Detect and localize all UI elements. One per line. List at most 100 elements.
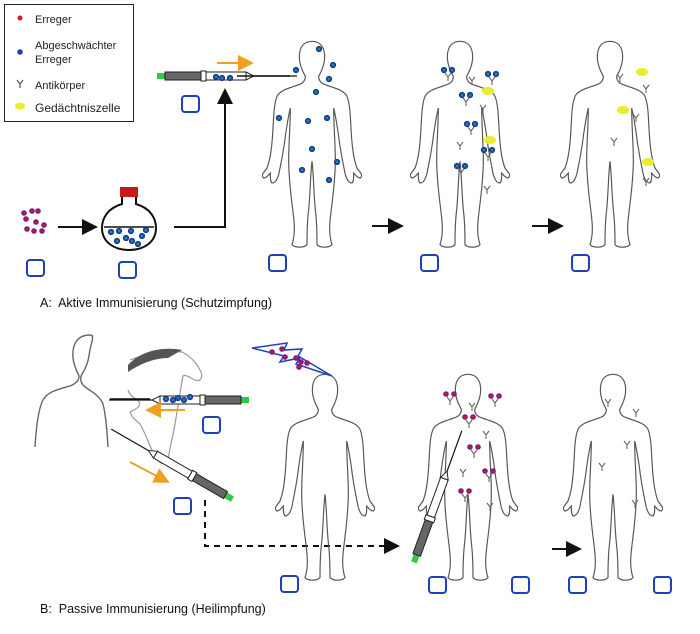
- weakened-pathogen-core: [474, 123, 476, 125]
- pathogen-core: [305, 361, 309, 365]
- pathogen-core: [25, 227, 29, 231]
- legend-label: Antikörper: [35, 80, 86, 92]
- pathogen-core: [40, 229, 44, 233]
- body-b1: [275, 373, 375, 581]
- memory-cell-icon: [617, 106, 629, 114]
- antibody-icon: [468, 402, 476, 411]
- checkbox-b-patient-syringe[interactable]: [173, 497, 192, 515]
- weakened-pathogen-core: [443, 69, 445, 71]
- antibody-icon: [444, 72, 452, 81]
- checkbox-b-body1[interactable]: [280, 575, 299, 593]
- weakened-pathogen-core: [451, 69, 453, 71]
- weakened-pathogen-core: [118, 230, 120, 232]
- antibody-icon: [616, 73, 624, 82]
- horse-mane: [128, 348, 182, 372]
- weakened-pathogen-core: [301, 169, 303, 171]
- checkbox-b-body3-left[interactable]: [568, 576, 587, 594]
- plunger: [412, 518, 434, 557]
- weakened-pathogen-core: [177, 397, 179, 399]
- barrel-tip: [150, 395, 161, 405]
- weakened-pathogen-core: [464, 165, 466, 167]
- legend-label: Gedächtniszelle: [35, 101, 121, 115]
- pathogen-core: [452, 392, 456, 396]
- antibody-icon: [604, 398, 612, 407]
- weakened-pathogen-core: [318, 48, 320, 50]
- body-a1: [262, 40, 362, 248]
- weakened-pathogen-core: [221, 77, 223, 79]
- checkbox-a-body2[interactable]: [420, 254, 439, 272]
- antibody-icon: [488, 76, 496, 85]
- weakened-pathogen-core: [172, 399, 174, 401]
- checkbox-b-body2-left[interactable]: [428, 576, 447, 594]
- weakened-pathogen-core: [315, 91, 317, 93]
- weakened-pathogen-core: [295, 69, 297, 71]
- weakened-pathogen-core: [141, 235, 143, 237]
- weakened-pathogen-core: [189, 396, 191, 398]
- antibody-icon: [457, 168, 465, 177]
- legend-item-memory-cell: Gedächtniszelle: [13, 101, 120, 115]
- antibody-icon: [610, 137, 618, 146]
- memory-cell-icon: [636, 68, 648, 76]
- checkbox-a-body1[interactable]: [268, 254, 287, 272]
- pathogen-core: [444, 392, 448, 396]
- weakened-pathogen-core: [145, 229, 147, 231]
- pathogen-core: [283, 355, 287, 359]
- checkbox-b-horse-syringe[interactable]: [202, 416, 221, 434]
- syringe-antiserum: [110, 428, 234, 502]
- horse-outline: [127, 350, 203, 465]
- antibody-icon: [483, 185, 491, 194]
- weakened-pathogen-core: [483, 149, 485, 151]
- pathogen-core: [30, 209, 34, 213]
- weakened-pathogen-core: [456, 165, 458, 167]
- legend-label-line2: Erreger: [35, 54, 72, 66]
- checkbox-b-body3-right[interactable]: [653, 576, 672, 594]
- antibody-icon: [623, 440, 631, 449]
- antibody-icon: [467, 126, 475, 135]
- antibody-icon: [470, 449, 478, 458]
- antibody-icon: [632, 408, 640, 417]
- pathogen-core: [294, 356, 298, 360]
- plunger: [164, 71, 202, 81]
- checkbox-a-body3[interactable]: [571, 254, 590, 272]
- checkbox-a-pathogens[interactable]: [26, 259, 45, 277]
- weakened-pathogen-core: [215, 76, 217, 78]
- pathogen-core: [34, 220, 38, 224]
- antibody-icon: [465, 419, 473, 428]
- antibody-icon: [13, 79, 27, 92]
- antibody-icon: [486, 502, 494, 511]
- antibody-icon: [462, 97, 470, 106]
- checkbox-b-body2-right[interactable]: [511, 576, 530, 594]
- pathogen-core: [489, 394, 493, 398]
- weakened-pathogen-core: [328, 78, 330, 80]
- barrel-tip: [147, 450, 159, 460]
- pathogen-core: [24, 217, 28, 221]
- antibody-icon: [485, 473, 493, 482]
- antibody-icon: [461, 493, 469, 502]
- pathogen-core: [42, 223, 46, 227]
- weakened-pathogen-core: [137, 243, 139, 245]
- pathogen-core: [36, 209, 40, 213]
- checkbox-a-syringe[interactable]: [181, 95, 200, 113]
- legend-label: Erreger: [35, 14, 72, 26]
- weakened-pathogen-core: [487, 73, 489, 75]
- weakened-pathogen-core: [131, 240, 133, 242]
- pathogen-core: [476, 445, 480, 449]
- barrel: [152, 450, 193, 479]
- weakened-pathogen-core: [466, 123, 468, 125]
- weakened-pathogen-core: [229, 77, 231, 79]
- antibody-icon: [446, 396, 454, 405]
- checkbox-a-flask[interactable]: [118, 261, 137, 279]
- needle: [110, 428, 149, 452]
- antibody-icon: [642, 84, 650, 93]
- antibody-icon: [631, 499, 639, 508]
- weakened-pathogen-core: [336, 161, 338, 163]
- memory-cell-icon: [642, 158, 654, 166]
- weakened-pathogen-core: [307, 120, 309, 122]
- memory-cell-icon: [484, 136, 496, 144]
- weakened-pathogen-core: [332, 64, 334, 66]
- weakened-pathogen-core: [326, 117, 328, 119]
- pathogen-core: [22, 211, 26, 215]
